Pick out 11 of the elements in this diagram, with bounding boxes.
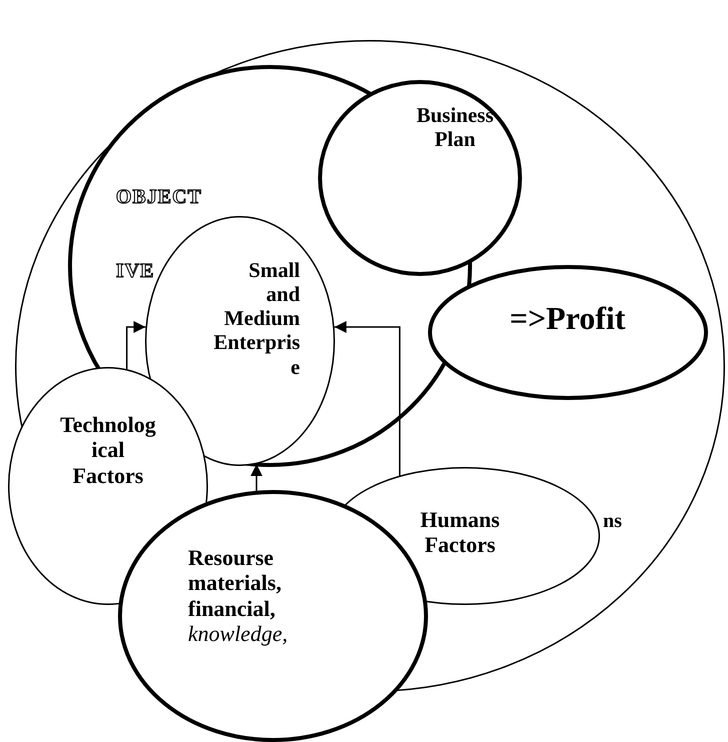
node-label: Business Plan: [415, 103, 495, 152]
node-label: =>Profit: [508, 300, 626, 337]
node-label: Resourse materials, financial, knowledge,: [188, 545, 289, 646]
text-fragment: ns: [603, 510, 622, 533]
node-label: OBJECT IVE: [116, 185, 203, 284]
arrow: [126, 321, 146, 370]
arrow: [250, 464, 262, 491]
node-label: Technological Factors: [59, 412, 157, 488]
node-label: Humans Factors: [419, 507, 501, 558]
node-label: Small and Medium Enterprise: [212, 258, 300, 379]
arrow: [334, 321, 400, 476]
